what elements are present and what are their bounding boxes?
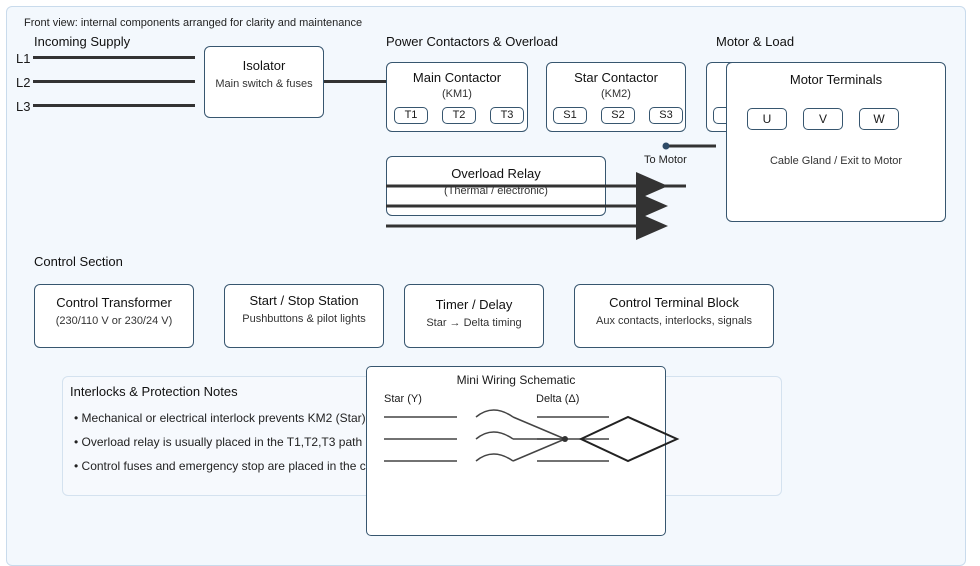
- control-terminal-block-box[interactable]: Control Terminal Block Aux contacts, int…: [574, 284, 774, 348]
- arrow-l1-icon: [636, 172, 668, 200]
- notes-heading: Interlocks & Protection Notes: [70, 384, 238, 399]
- start-stop-station-box[interactable]: Start / Stop Station Pushbuttons & pilot…: [224, 284, 384, 348]
- control-transformer-box[interactable]: Control Transformer (230/110 V or 230/24…: [34, 284, 194, 348]
- isolator-to-contactor-wire: [324, 80, 386, 83]
- isolator-subtitle: Main switch & fuses: [215, 78, 313, 90]
- control-transformer-subtitle: (230/110 V or 230/24 V): [55, 315, 173, 327]
- terminal-s1[interactable]: S1: [553, 107, 587, 124]
- power-output-wires: [386, 142, 716, 240]
- arrow-l2-icon: [636, 192, 668, 220]
- star-contactor-title: Star Contactor: [574, 70, 658, 85]
- main-contactor-title: Main Contactor: [412, 70, 502, 85]
- start-stop-station-subtitle: Pushbuttons & pilot lights: [242, 313, 366, 325]
- timer-delay-subtitle: Star → Delta timing: [426, 317, 522, 329]
- start-stop-station-title: Start / Stop Station: [249, 293, 359, 308]
- star-label: Star (Y): [384, 393, 422, 405]
- schematic-title: Mini Wiring Schematic: [456, 373, 576, 387]
- control-transformer-title: Control Transformer: [56, 295, 172, 310]
- motor-terminals-box[interactable]: Motor Terminals Cable Gland / Exit to Mo…: [726, 62, 946, 222]
- control-terminal-block-subtitle: Aux contacts, interlocks, signals: [596, 315, 752, 327]
- motor-terminals-title: Motor Terminals: [789, 72, 883, 87]
- to-motor-label: To Motor: [644, 154, 687, 166]
- terminal-s3[interactable]: S3: [649, 107, 683, 124]
- motor-terminal-w[interactable]: W: [859, 108, 899, 130]
- mini-wiring-schematic[interactable]: Mini Wiring Schematic Star (Y) Delta (Δ): [366, 366, 680, 536]
- panel-caption: Front view: internal components arranged…: [24, 17, 363, 29]
- terminal-s2[interactable]: S2: [601, 107, 635, 124]
- supply-wire-l1: [33, 56, 195, 59]
- schematic-drawing: [384, 409, 680, 463]
- motor-terminal-v[interactable]: V: [803, 108, 843, 130]
- main-contactor-tag: (KM1): [442, 88, 472, 100]
- motor-terminal-u[interactable]: U: [747, 108, 787, 130]
- terminal-t1[interactable]: T1: [394, 107, 428, 124]
- supply-wire-l2: [33, 80, 195, 83]
- terminal-t3[interactable]: T3: [490, 107, 524, 124]
- line-label-l1: L1: [16, 51, 31, 66]
- line-label-l3: L3: [16, 99, 31, 114]
- control-section-heading: Control Section: [34, 254, 123, 269]
- timer-delay-box[interactable]: Timer / Delay Star → Delta timing: [404, 284, 544, 348]
- note-item-1: • Mechanical or electrical interlock pre…: [74, 411, 366, 425]
- control-terminal-block-title: Control Terminal Block: [609, 295, 739, 310]
- overload-relay-subtitle: (Thermal / electronic): [444, 185, 548, 197]
- star-contactor-tag: (KM2): [601, 88, 631, 100]
- delta-label: Delta (Δ): [536, 393, 580, 405]
- power-section-heading: Power Contactors & Overload: [386, 34, 558, 49]
- star-point-icon: [562, 436, 568, 442]
- incoming-supply-heading: Incoming Supply: [34, 34, 131, 49]
- cable-gland-label: Cable Gland / Exit to Motor: [769, 155, 903, 167]
- note-item-2: • Overload relay is usually placed in th…: [74, 435, 363, 449]
- isolator-box[interactable]: Isolator Main switch & fuses: [204, 46, 324, 118]
- overload-relay-title: Overload Relay: [451, 166, 541, 181]
- junction-dot-icon: [662, 142, 670, 150]
- motor-section-heading: Motor & Load: [716, 34, 795, 49]
- line-label-l2: L2: [16, 75, 31, 90]
- note-item-3: • Control fuses and emergency stop are p…: [74, 459, 366, 473]
- supply-wire-l3: [33, 104, 195, 107]
- arrow-l3-icon: [636, 212, 668, 240]
- terminal-t2[interactable]: T2: [442, 107, 476, 124]
- isolator-title: Isolator: [242, 58, 286, 73]
- timer-delay-title: Timer / Delay: [435, 297, 513, 312]
